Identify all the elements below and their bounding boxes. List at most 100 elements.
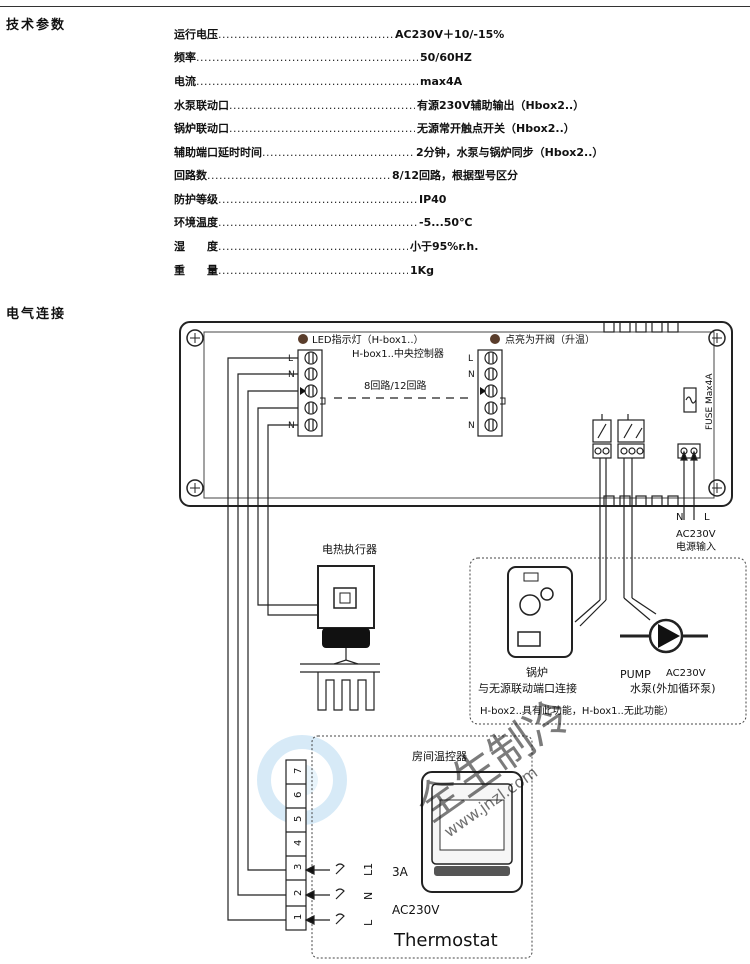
wiring-section-title: 电气连接 [6, 307, 67, 322]
relay-switch-icon [592, 414, 612, 459]
spec-value: 50/60HZ [420, 51, 472, 64]
wiring-lines [227, 357, 318, 921]
spec-row: 水泵联动口...................................… [174, 97, 644, 115]
thermostat-terminal-number: 7 [293, 768, 304, 774]
mains-voltage-label: AC230V [676, 529, 716, 540]
pump-voltage-label: AC230V [666, 668, 706, 679]
actuator-label: 电热执行器 [322, 542, 377, 556]
spec-row: 频率......................................… [174, 49, 644, 67]
spec-row: 运行电压....................................… [174, 26, 644, 44]
contact-label: 点亮为开阀（升温） [505, 333, 595, 346]
controller-inner-panel [203, 331, 715, 499]
spec-leader: ........................................… [218, 264, 408, 277]
hbox-note: H-box2..具有此功能，H-box1..无此功能） [480, 704, 674, 717]
spec-label: 运行电压 [174, 28, 218, 41]
pump-label: PUMP [620, 668, 651, 681]
terminal-letter: N [468, 421, 475, 431]
screw-icon [186, 329, 204, 347]
spec-label: 辅助端口延时时间 [174, 146, 262, 159]
relay-switch-icon [617, 414, 645, 459]
mains-n-label: N [676, 512, 683, 523]
current-3a-label: 3A [392, 865, 409, 879]
fuse-label: FUSE Max4A [705, 373, 715, 430]
thermostat-voltage-label: AC230V [392, 903, 440, 917]
thermostat-terminal-number: 3 [293, 864, 304, 870]
spec-row: 辅助端口延时时间................................… [174, 144, 644, 162]
thermostat-terminal-number: 5 [293, 816, 304, 822]
pump-desc: 水泵(外加循环泵) [630, 682, 716, 695]
spec-value: AC230V＋10/-15% [395, 28, 505, 41]
loops-label: 8回路/12回路 [364, 379, 426, 392]
spec-value: 1Kg [410, 264, 435, 277]
thermostat-terminal-number: 2 [293, 890, 304, 896]
spec-row: 防护等级....................................… [174, 191, 644, 209]
spec-value: 2分钟，水泵与锅炉同步（Hbox2..） [416, 146, 604, 159]
spec-value: IP40 [419, 193, 447, 206]
coil-symbols [335, 863, 345, 925]
thermostat-terminal-strip [285, 759, 307, 931]
terminal-letter: L [288, 354, 293, 364]
screw-icon [708, 329, 726, 347]
thermo-l1-label: L1 [362, 863, 375, 876]
spec-value: 有源230V辅助输出（Hbox2..） [417, 99, 585, 112]
spec-leader: ........................................… [218, 216, 417, 229]
thermostat-input-arrows [304, 865, 330, 925]
mains-input-wires [680, 450, 698, 520]
bottom-connector-slots [603, 495, 679, 507]
spec-leader: ........................................… [229, 122, 415, 135]
terminal-block-right [477, 349, 506, 437]
spec-value: max4A [420, 75, 463, 88]
led-indicator-icon [298, 334, 308, 344]
room-thermostat-label: 房间温控器 [412, 749, 467, 763]
spec-leader: ........................................… [218, 28, 393, 41]
spec-leader: ........................................… [262, 146, 414, 159]
spec-leader: ........................................… [218, 193, 417, 206]
central-controller-label: H-box1..中央控制器 [352, 347, 444, 360]
spec-value: 无源常开触点开关（Hbox2..） [417, 122, 575, 135]
terminal-letter: N [468, 370, 475, 380]
spec-row: 湿 度.....................................… [174, 238, 644, 256]
spec-label: 电流 [174, 75, 196, 88]
spec-label: 水泵联动口 [174, 99, 229, 112]
spec-leader: ........................................… [207, 169, 390, 182]
spec-row: 环境温度....................................… [174, 214, 644, 232]
thermo-l-label: L [362, 919, 375, 926]
fuse-icon [683, 387, 697, 413]
spec-label: 锅炉联动口 [174, 122, 229, 135]
terminal-letter: L [468, 354, 473, 364]
spec-row: 电流......................................… [174, 73, 644, 91]
thermostat-terminal-number: 4 [293, 840, 304, 846]
spec-leader: ........................................… [229, 99, 415, 112]
top-divider [0, 6, 750, 7]
contact-indicator-icon [490, 334, 500, 344]
terminal-block-left [297, 349, 326, 437]
boiler-icon [507, 566, 573, 658]
spec-label: 环境温度 [174, 216, 218, 229]
mains-input-label: 电源输入 [676, 540, 716, 553]
thermostat-terminal-number: 6 [293, 792, 304, 798]
spec-label: 湿 度 [174, 240, 218, 253]
boiler-label: 锅炉 [526, 666, 548, 679]
boiler-connection-label: 与无源联动端口连接 [478, 681, 577, 695]
screw-icon [186, 479, 204, 497]
thermostat-label: Thermostat [393, 930, 498, 951]
spec-value: -5...50℃ [419, 216, 473, 229]
spec-value: 8/12回路，根据型号区分 [392, 169, 518, 182]
spec-value: 小于95%r.h. [410, 240, 479, 253]
spec-leader: ........................................… [218, 240, 408, 253]
mains-l-label: L [704, 512, 710, 523]
spec-row: 回路数.....................................… [174, 167, 644, 185]
spec-label: 频率 [174, 51, 196, 64]
manifold-icon [300, 648, 380, 711]
thermostat-device-icon [421, 771, 523, 893]
specs-section-title: 技术参数 [6, 18, 67, 33]
terminal-letter: N [288, 421, 295, 431]
spec-label: 回路数 [174, 169, 207, 182]
spec-row: 重 量.....................................… [174, 262, 644, 280]
spec-row: 锅炉联动口...................................… [174, 120, 644, 138]
top-connector-slots [603, 321, 679, 333]
spec-label: 重 量 [174, 264, 218, 277]
thermostat-region [311, 735, 533, 959]
spec-leader: ........................................… [196, 75, 418, 88]
